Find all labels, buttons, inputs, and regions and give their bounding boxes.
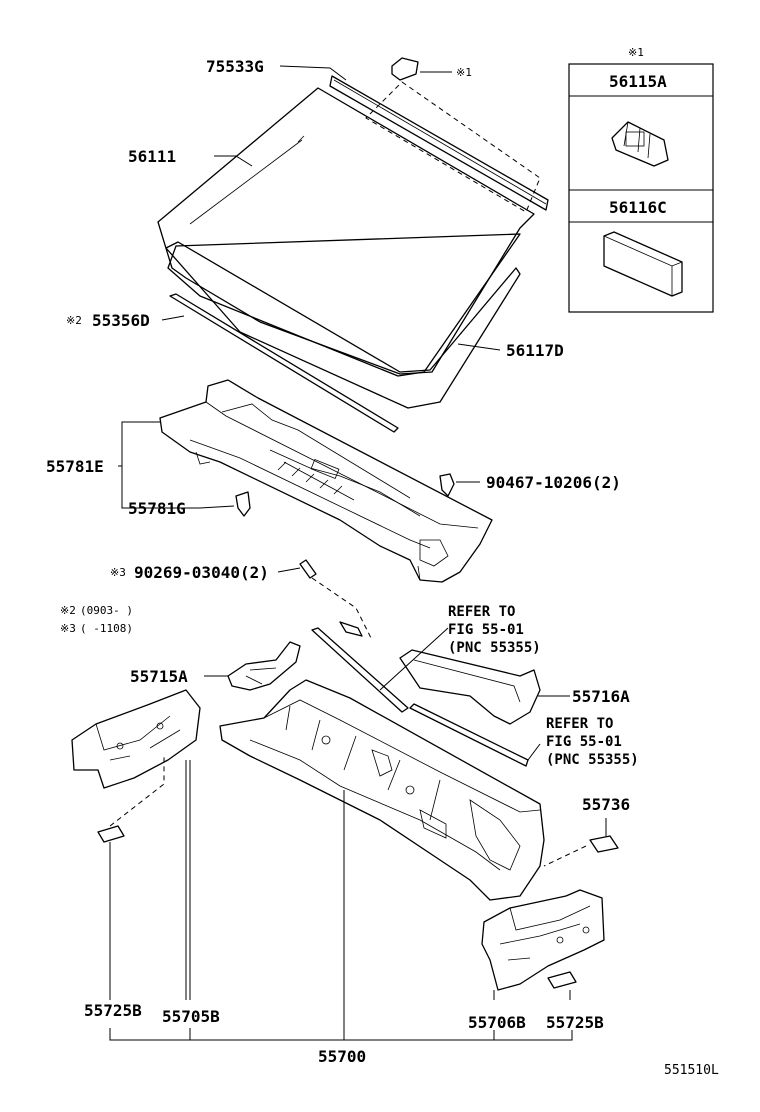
ref1-line1: REFER TO [448,604,515,620]
windshield-glass-56111 [157,87,535,375]
molding-75533g [329,75,549,211]
label-56115a: 56115A [609,72,667,91]
cowl-panel-55781e [159,379,493,583]
note2-mark: ※2 [60,604,76,617]
bracket-55706b [481,889,605,991]
pad-55725b-left [97,825,125,843]
label-55715a: 55715A [130,667,188,686]
pad-56116c [603,231,683,297]
windshield-assembly [157,57,549,433]
label-55736: 55736 [582,795,630,814]
molding-55356d [169,293,399,433]
extension-55716a [399,649,541,725]
ref2-line2: FIG 55-01 [546,734,622,750]
label-90269: 90269-03040(2) [134,563,269,582]
label-55705b: 55705B [162,1007,220,1026]
note3-mark: ※3 [60,622,76,635]
note2-mark-55356d: ※2 [66,314,82,327]
label-55706b: 55706B [468,1013,526,1032]
dam-56117d [165,241,521,409]
inset-note-mark: ※1 [628,46,644,59]
note3-range: ( -1108) [80,622,133,635]
clip-55781g [235,491,251,517]
inset-box: ※1 56115A 56116C [568,46,714,313]
ref1-line2: FIG 55-01 [448,622,524,638]
label-55700: 55700 [318,1047,366,1066]
ref2-line1: REFER TO [546,716,613,732]
label-55716a: 55716A [572,687,630,706]
seal-upper [311,627,409,713]
screw-90269 [299,559,317,579]
pad-55725b-right [547,971,577,989]
label-55781e: 55781E [46,457,104,476]
ref1-line3: (PNC 55355) [448,640,541,656]
label-55725b-right: 55725B [546,1013,604,1032]
pad-55736 [589,835,619,853]
leader-lines [109,65,607,1041]
diagram-id: 551510L [664,1063,719,1078]
bracket-55715a [227,641,301,691]
ref2-line3: (PNC 55355) [546,752,639,768]
label-56117d: 56117D [506,341,564,360]
clip-top [391,57,419,81]
label-55781g: 55781G [128,499,186,518]
cowl-cross-member-55700 [219,679,545,901]
label-56111: 56111 [128,147,176,166]
label-56116c: 56116C [609,198,667,217]
label-55725b-left: 55725B [84,1001,142,1020]
label-75533g: 75533G [206,57,264,76]
label-90467: 90467-10206(2) [486,473,621,492]
note3-mark-90269: ※3 [110,566,126,579]
note2-range: (0903- ) [80,604,133,617]
bolt-90467 [439,473,455,497]
clip-note-mark: ※1 [456,66,472,79]
label-55356d: 55356D [92,311,150,330]
bracket-55705b [71,689,201,789]
clip-56115a [611,121,669,167]
